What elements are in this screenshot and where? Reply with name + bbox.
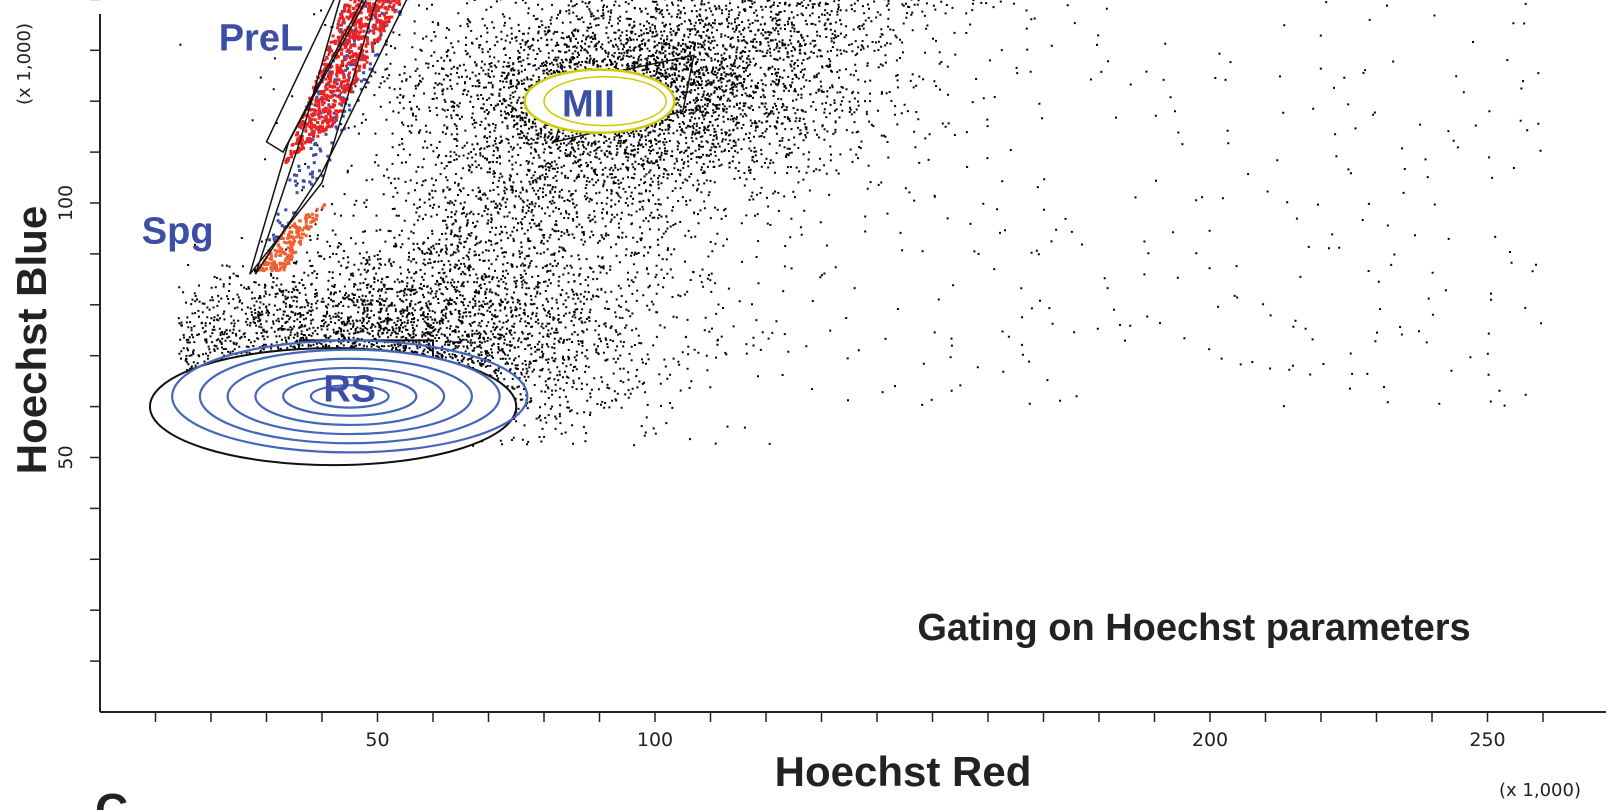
rs-contour-6 bbox=[309, 384, 390, 409]
panel-letter: C bbox=[95, 784, 128, 810]
y-scale-note: (x 1,000) bbox=[14, 23, 35, 105]
gate-prel bbox=[265, 0, 364, 154]
gate-label-mii: MII bbox=[562, 83, 615, 125]
x-tick-label: 100 bbox=[637, 729, 673, 751]
blue-events-layer bbox=[267, 0, 409, 253]
gate-label-prel: PreL bbox=[219, 17, 303, 59]
rs-contour-3 bbox=[226, 357, 473, 436]
x-tick-label: 50 bbox=[365, 729, 389, 751]
x-scale-note: (x 1,000) bbox=[1499, 780, 1581, 801]
mii-contour-inner bbox=[543, 76, 667, 127]
gate-label-rs: RS bbox=[323, 369, 376, 411]
rs-contour-1 bbox=[171, 339, 529, 454]
gated-blue-events bbox=[267, 0, 409, 253]
y-tick-label: 50 bbox=[55, 445, 77, 469]
rs-contour-2 bbox=[198, 348, 501, 445]
y-axis-title: Hoechst Blue bbox=[8, 206, 55, 474]
gate-labels-layer: SpgPreLLZPDMIIRS bbox=[142, 17, 615, 411]
x-axis-title: Hoechst Red bbox=[775, 748, 1032, 795]
contours-layer bbox=[148, 68, 676, 467]
y-tick-label: 100 bbox=[55, 185, 77, 221]
gating-annotation: Gating on Hoechst parameters bbox=[917, 607, 1470, 649]
gate-label-spg: Spg bbox=[142, 211, 214, 253]
main-gate bbox=[254, 0, 408, 275]
axes-layer bbox=[99, 14, 1606, 713]
subpopulation-layer bbox=[256, 0, 401, 273]
population-events-spg bbox=[256, 203, 327, 273]
x-tick-label: 200 bbox=[1192, 729, 1228, 751]
ticks-layer: 5010020025050100150200250 bbox=[55, 0, 1544, 751]
x-tick-label: 250 bbox=[1469, 729, 1505, 751]
rs-contour-4 bbox=[254, 366, 446, 427]
population-events-prel bbox=[284, 0, 401, 164]
rs-contour-5 bbox=[282, 375, 418, 417]
gate-spg bbox=[249, 0, 378, 275]
mii-contour-outer bbox=[523, 68, 676, 135]
